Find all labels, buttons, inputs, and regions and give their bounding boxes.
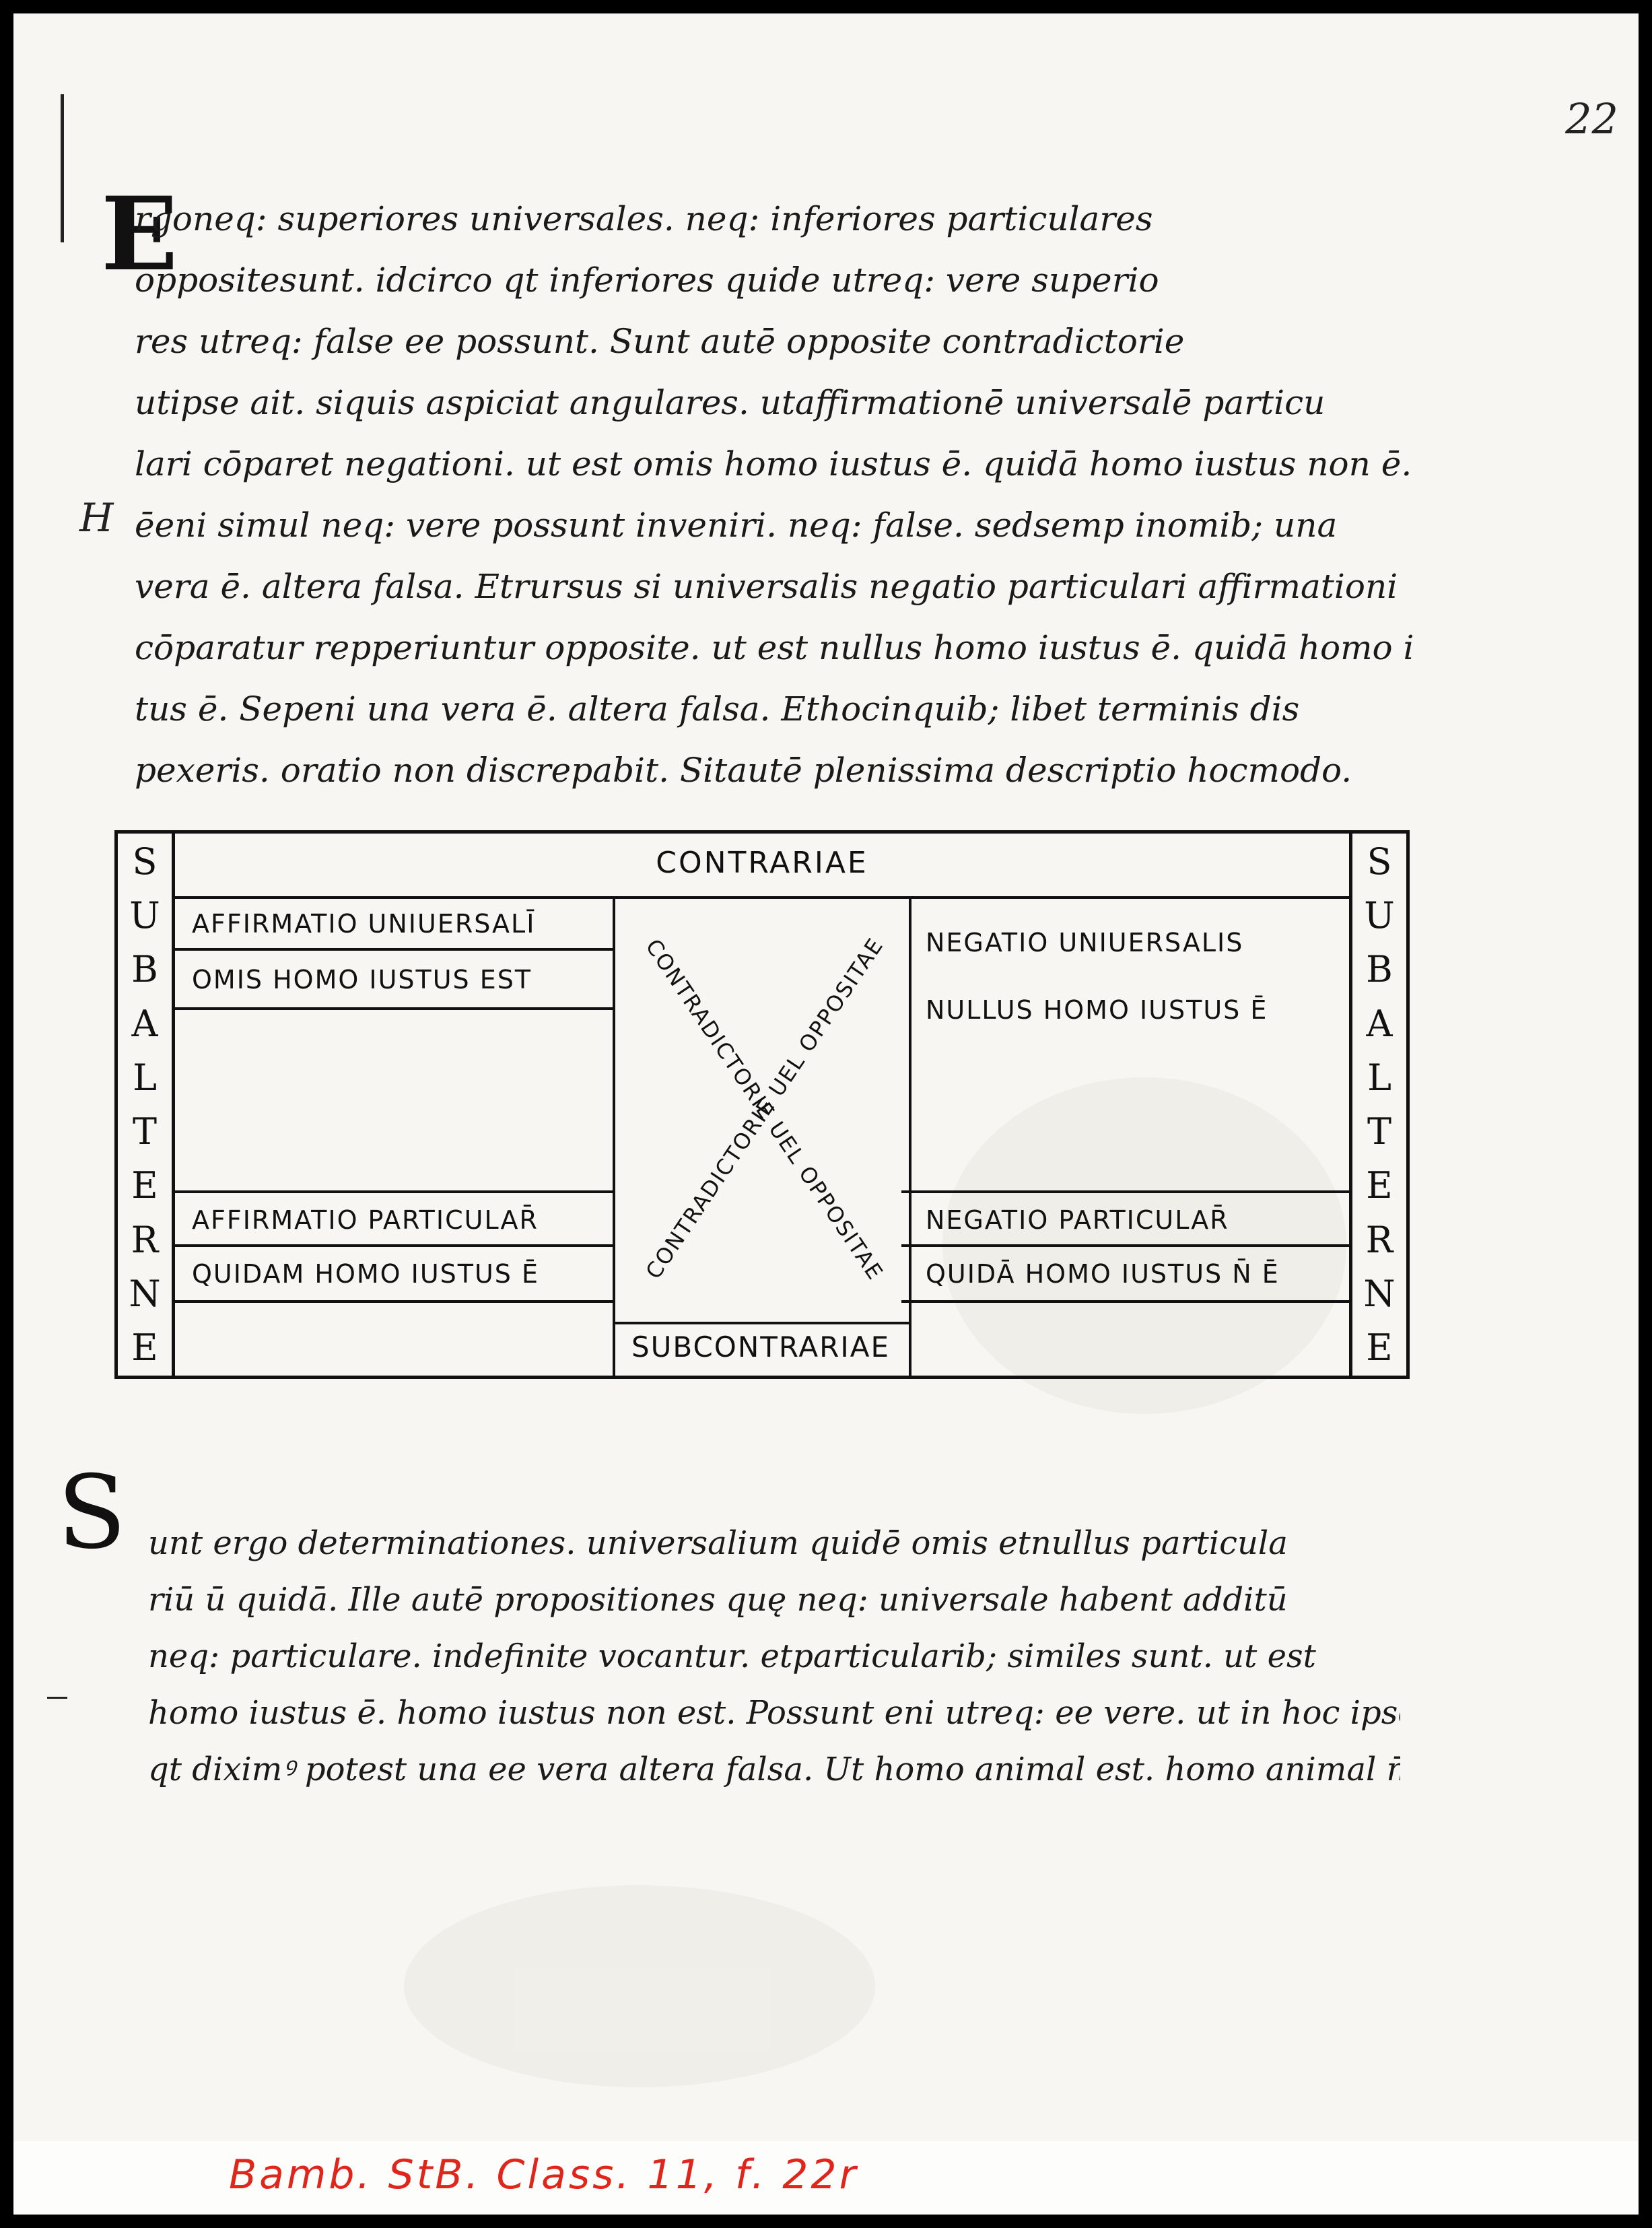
text-line: oppositesunt. idcirco qt inferiores quid…	[135, 261, 1159, 300]
rule	[901, 1190, 1349, 1193]
vertical-letter: A	[1366, 1002, 1393, 1045]
rule	[613, 1322, 909, 1324]
vertical-letter: R	[131, 1218, 159, 1261]
rule	[175, 1007, 613, 1010]
initial-letter: E	[101, 175, 178, 294]
left-vertical-label: S U B A L T E R N E	[118, 834, 175, 1376]
vertical-letter: L	[1367, 1056, 1391, 1099]
vertical-letter: L	[133, 1056, 157, 1099]
affirmatio-particularis-example: QUIDAM HOMO IUSTUS Ē	[192, 1259, 540, 1289]
text-line: ēeni simul neq: vere possunt inveniri. n…	[135, 506, 1338, 545]
text-line: riū ū quidā. Ille autē propositiones quę…	[148, 1581, 1288, 1619]
rule	[901, 1300, 1349, 1303]
rule	[175, 896, 1349, 899]
negatio-universalis-example: NULLUS HOMO IUSTUS Ē	[926, 995, 1268, 1025]
rule	[613, 896, 615, 1376]
paragraph-1: rgoneq: superiores universales. neq: inf…	[94, 189, 1414, 801]
text-line: cōparatur repperiuntur opposite. ut est …	[135, 628, 1414, 667]
affirmatio-universalis-example: OMIS HOMO IUSTUS EST	[192, 965, 532, 994]
library-shelfmark: Bamb. StB. Class. 11, f. 22r	[229, 2151, 859, 2198]
text-line: pexeris. oratio non discrepabit. Sitautē…	[135, 751, 1352, 790]
rule	[175, 1190, 613, 1193]
rule	[175, 948, 613, 951]
square-of-opposition: S U B A L T E R N E S U B A L T E R N E …	[114, 830, 1410, 1379]
right-vertical-label: S U B A L T E R N E	[1349, 834, 1406, 1376]
negatio-universalis-heading: NEGATIO UNIUERSALIS	[926, 928, 1244, 957]
paragraph-2: unt ergo determinationes. universalium q…	[148, 1515, 1400, 1798]
text-line: homo iustus ē. homo iustus non est. Poss…	[148, 1694, 1400, 1732]
vertical-letter: E	[1366, 1326, 1393, 1369]
vertical-letter: T	[1367, 1110, 1392, 1153]
rule	[909, 896, 911, 1376]
affirmatio-particularis-heading: AFFIRMATIO PARTICULAR̄	[192, 1205, 539, 1235]
vertical-letter: N	[1363, 1272, 1396, 1315]
margin-mark	[47, 1697, 67, 1699]
page-stain	[404, 1885, 875, 2087]
subcontrariae-label: SUBCONTRARIAE	[631, 1330, 890, 1363]
vertical-letter: B	[131, 948, 158, 991]
vertical-letter: U	[129, 894, 160, 937]
rule	[175, 1244, 613, 1247]
text-line: utipse ait. siquis aspiciat angulares. u…	[135, 383, 1326, 422]
vertical-letter: S	[132, 840, 158, 883]
label-strip	[13, 2141, 1639, 2215]
vertical-letter: E	[131, 1326, 158, 1369]
text-line: qt diximꝰ potest una ee vera altera fals…	[148, 1751, 1400, 1788]
marginal-note: H	[79, 495, 114, 541]
vertical-letter: S	[1367, 840, 1392, 883]
vertical-letter: E	[1366, 1164, 1393, 1207]
rule	[175, 1300, 613, 1303]
vertical-letter: T	[132, 1110, 158, 1153]
affirmatio-universalis-heading: AFFIRMATIO UNIUERSALĪ	[192, 909, 536, 939]
vertical-letter: N	[129, 1272, 161, 1315]
vertical-letter: E	[131, 1164, 158, 1207]
margin-rule	[61, 94, 64, 242]
text-line: res utreq: false ee possunt. Sunt autē o…	[135, 322, 1185, 361]
rule	[901, 1244, 1349, 1247]
text-line: rgoneq: superiores universales. neq: inf…	[135, 199, 1153, 238]
vertical-letter: U	[1364, 894, 1395, 937]
initial-letter: S	[57, 1454, 127, 1572]
negatio-particularis-heading: NEGATIO PARTICULAR̄	[926, 1205, 1229, 1235]
text-line: unt ergo determinationes. universalium q…	[148, 1524, 1288, 1562]
text-line: lari cōparet negationi. ut est omis homo…	[135, 444, 1412, 483]
vertical-letter: A	[131, 1002, 158, 1045]
text-line: neq: particulare. indefinite vocantur. e…	[148, 1638, 1316, 1675]
contrariae-label: CONTRARIAE	[656, 846, 868, 880]
vertical-letter: R	[1365, 1218, 1393, 1261]
folio-number: 22	[1565, 94, 1618, 143]
vertical-letter: B	[1366, 948, 1393, 991]
text-line: tus ē. Sepeni una vera ē. altera falsa. …	[135, 689, 1300, 729]
negatio-particularis-example: QUIDĀ HOMO IUSTUS N̄ Ē	[926, 1259, 1280, 1289]
manuscript-leaf	[13, 13, 1639, 2215]
text-line: vera ē. altera falsa. Etrursus si univer…	[135, 567, 1398, 606]
